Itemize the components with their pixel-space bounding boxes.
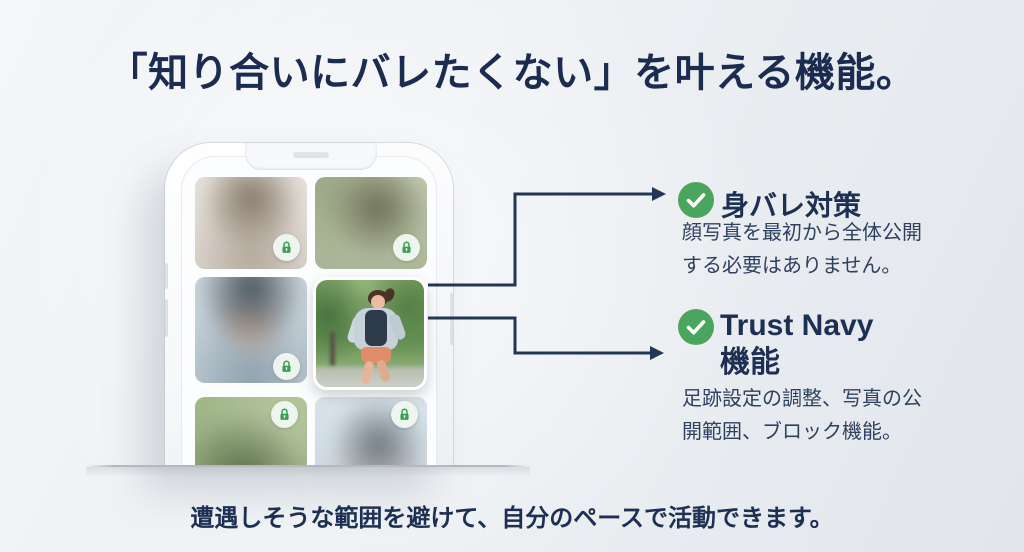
- feature-title-mibare: 身バレ対策: [721, 184, 861, 224]
- surface-edge-line: [86, 465, 530, 467]
- feature-title-text: 身バレ対策: [721, 190, 862, 221]
- profile-card-blurred: [195, 177, 307, 269]
- lock-icon: [273, 234, 300, 261]
- profile-card-blurred: [195, 397, 307, 466]
- power-button: [450, 293, 453, 345]
- check-circle-icon: [678, 309, 714, 345]
- profile-card-blurred: [195, 277, 307, 383]
- feature-description: 顔写真を最初から全体公開 する必要はありません。: [682, 222, 922, 277]
- speaker-slot-icon: [293, 152, 329, 158]
- jogging-woman: [316, 280, 424, 387]
- check-circle-icon: [678, 182, 714, 218]
- lock-icon: [393, 234, 420, 261]
- footer-note: 遭遇しそうな範囲を避けて、自分のペースで活動できます。: [190, 505, 834, 532]
- headline: 「知り合いにバレたくない」を叶える機能。: [107, 51, 917, 95]
- profile-card-blurred: [315, 177, 427, 269]
- feature-title-trust-navy: Trust Navy 機能: [720, 307, 873, 381]
- lock-icon: [271, 401, 298, 428]
- connector-line-2: [428, 316, 650, 355]
- volume-button: [165, 299, 168, 337]
- feature-title-text: Trust Navy: [720, 309, 874, 342]
- feature-title-text: 機能: [720, 346, 780, 379]
- arrowhead-icon: [652, 187, 666, 201]
- surface-shadow: [86, 467, 530, 477]
- lock-icon: [391, 401, 418, 428]
- lock-icon: [273, 353, 300, 380]
- profile-card-blurred: [315, 397, 427, 466]
- profile-photo-clear: [313, 277, 427, 390]
- phone-mockup: [165, 143, 453, 466]
- connector-line-1: [428, 192, 652, 287]
- volume-button: [165, 263, 168, 289]
- arrowhead-icon: [650, 346, 664, 360]
- phone-notch: [245, 143, 377, 170]
- tree-trunk: [330, 332, 335, 366]
- feature-description: 足跡設定の調整、写真の公 開範囲、ブロック機能。: [682, 388, 922, 443]
